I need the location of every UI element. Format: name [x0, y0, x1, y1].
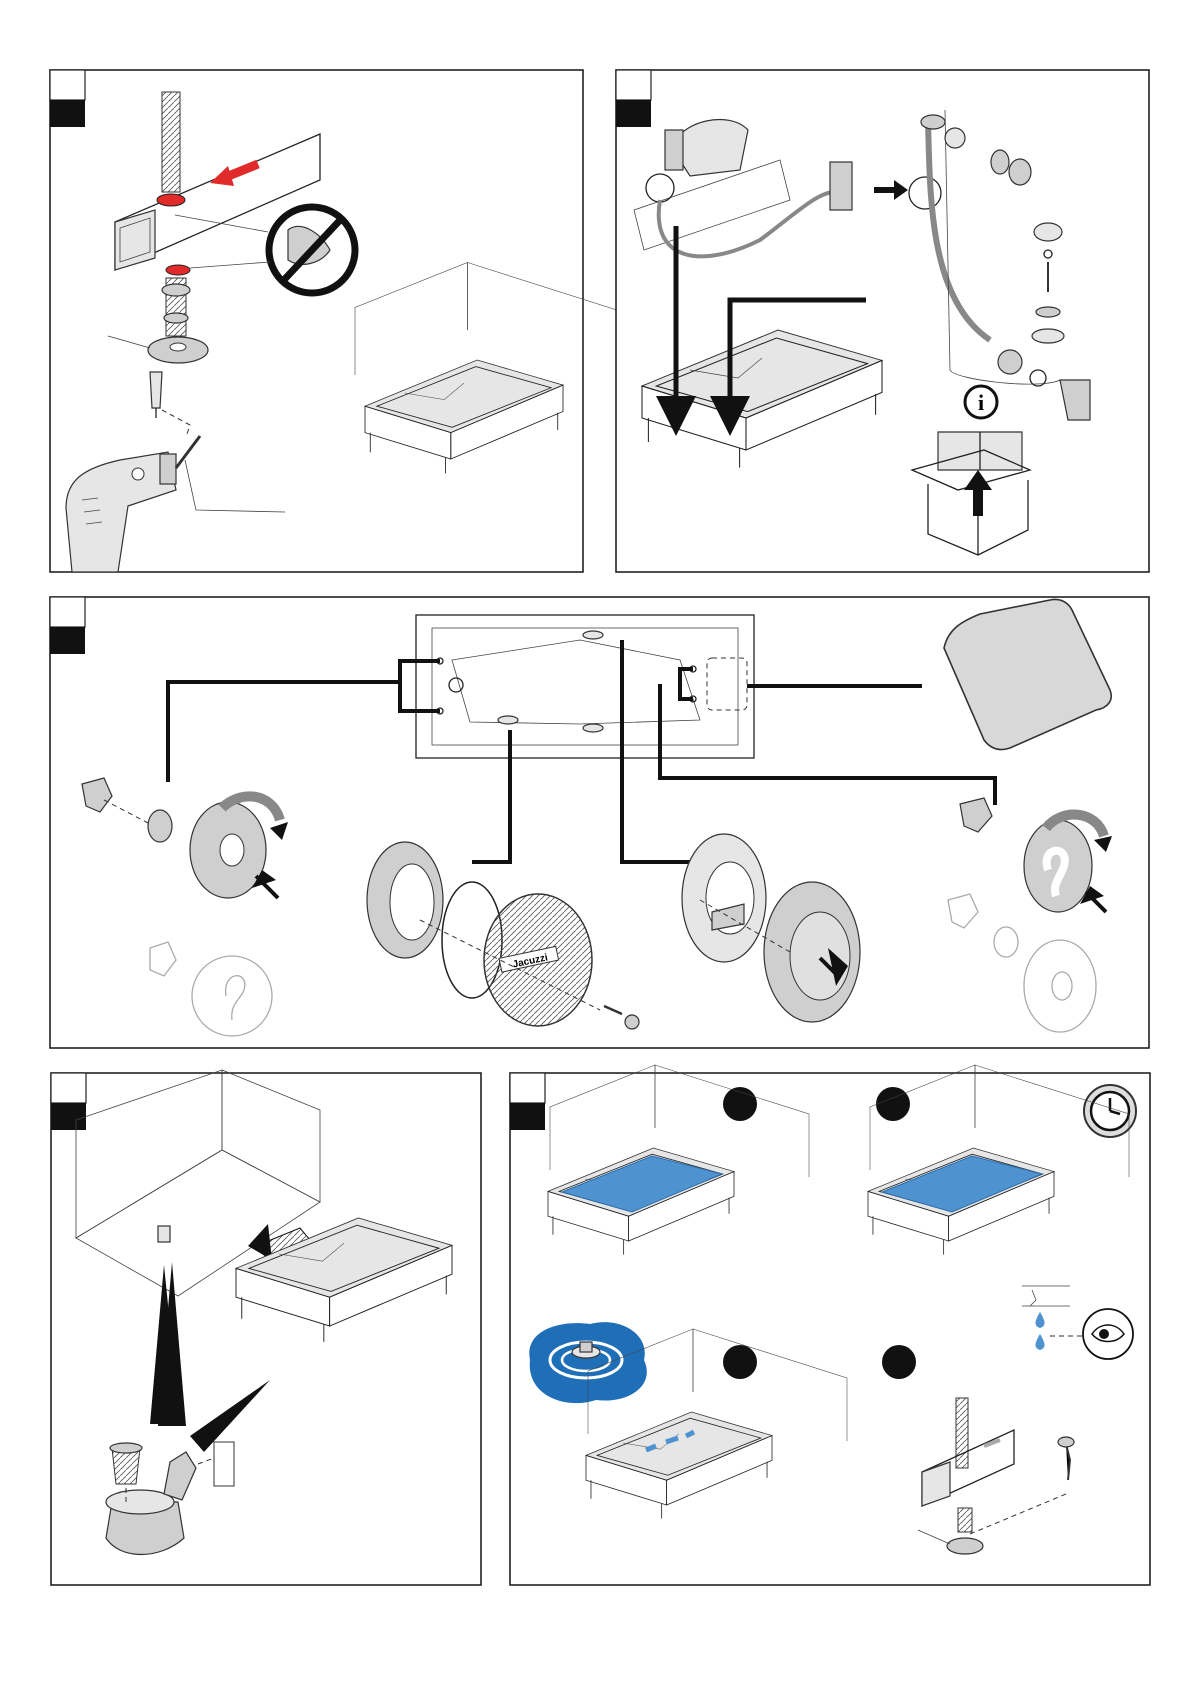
step-number-box — [51, 1073, 86, 1103]
step-marker — [50, 627, 85, 654]
panel-4 — [51, 1070, 481, 1585]
sub-step-b-marker — [876, 1087, 910, 1121]
eye-icon — [1083, 1309, 1133, 1359]
step-number-box — [50, 70, 85, 100]
panel-1 — [50, 70, 633, 572]
panel-2: i — [616, 70, 1149, 572]
red-nut-top — [157, 194, 185, 206]
clock-icon — [1084, 1085, 1136, 1137]
panel-3: Jacuzzi — [50, 597, 1149, 1048]
step-number-box — [50, 597, 85, 627]
no-hand-contact-icon — [269, 207, 355, 293]
panel-5 — [510, 1065, 1150, 1585]
step-marker — [51, 1103, 86, 1130]
step-number-box — [616, 70, 651, 100]
step-marker — [50, 100, 85, 127]
sub-step-d-marker — [882, 1345, 916, 1379]
step-marker — [510, 1103, 545, 1130]
step-marker — [616, 100, 651, 127]
red-nut-bottom — [166, 265, 190, 275]
svg-text:i: i — [978, 390, 984, 415]
step-number-box — [510, 1073, 545, 1103]
sub-step-c-marker — [723, 1345, 757, 1379]
threaded-rod — [162, 92, 180, 192]
